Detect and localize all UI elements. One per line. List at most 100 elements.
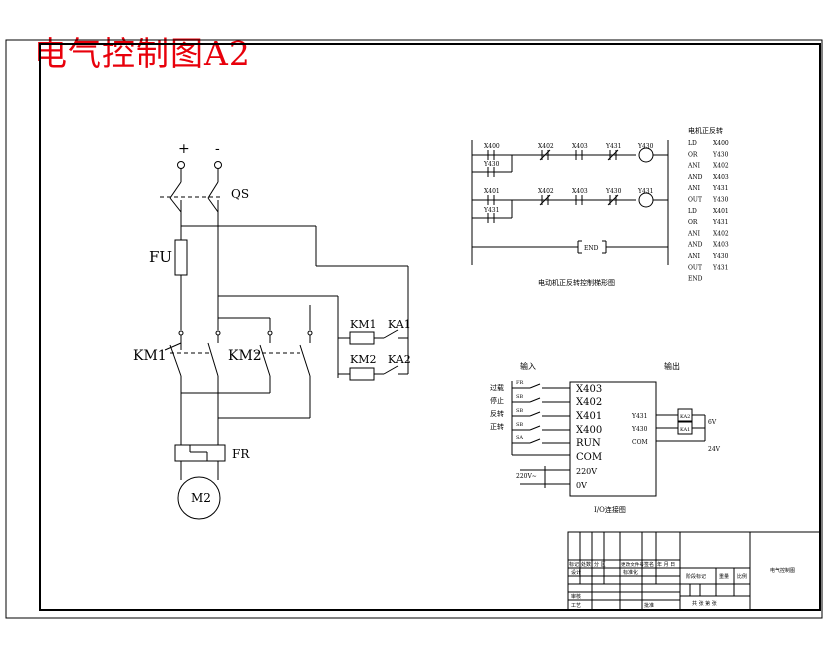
control-ka2-label: KA2 (388, 353, 411, 366)
plc-input-label: X402 (576, 397, 602, 408)
program-operand: Y431 (712, 219, 728, 226)
plc-input-label: X400 (576, 425, 602, 436)
io-output-title: 输出 (664, 361, 680, 371)
power-labels: + - QS FU KM1 KM2 FR M2 (133, 141, 262, 505)
tb-drawing-name: 电气控制图 (770, 567, 795, 574)
io-switch-label: FR (516, 380, 523, 386)
km1-label: KM1 (133, 348, 167, 364)
program-operand: Y431 (712, 264, 728, 271)
control-circuit (338, 329, 409, 381)
ladder-caption: 电动机正反转控制梯形图 (538, 278, 615, 287)
program-op: AND (687, 242, 703, 249)
program-op: END (688, 276, 703, 283)
program-op: OR (688, 219, 698, 226)
program-op: OR (688, 151, 698, 158)
plc-input-label: COM (576, 452, 602, 463)
tb-process: 工艺 (571, 603, 581, 609)
ladder-coil-label: Y431 (637, 188, 653, 195)
supply-label: 220V~ (516, 473, 537, 480)
program-operand: X400 (713, 140, 729, 147)
program-operand: X402 (713, 230, 729, 237)
control-labels: KM1 KM2 KA1 KA2 (350, 318, 411, 366)
qs-label: QS (231, 187, 249, 201)
plc-input-label: RUN (576, 438, 601, 449)
tb-row-head: 处数 (581, 561, 591, 568)
title-block (567, 531, 821, 611)
program-operand: Y430 (712, 253, 729, 260)
ladder-contact-label: Y431 (605, 143, 621, 150)
program-operand: X403 (713, 242, 729, 249)
plc-input-label: X401 (576, 411, 602, 422)
ladder-contact-label: Y430 (483, 161, 500, 168)
control-km2-label: KM2 (350, 353, 376, 366)
plc-input-label: X403 (576, 384, 602, 395)
plc-output-label: Y431 (631, 413, 647, 420)
plc-output-label: COM (632, 439, 648, 446)
program-op: ANI (687, 185, 701, 192)
program-op: ANI (687, 163, 701, 170)
tb-sheets: 共 张 第 张 (692, 600, 717, 607)
tb-standard: 标准化 (623, 569, 638, 576)
ladder-contact-label: Y431 (483, 207, 499, 214)
io-input-label: 反转 (490, 409, 504, 418)
tb-row-head: 签名 (644, 561, 654, 568)
title-block-labels: 标记 处数 分 区 更改文件号 签名 年 月 日 设计 标准化 审核 工艺 批准… (569, 561, 795, 609)
program-op: OUT (688, 197, 702, 204)
fr-label: FR (232, 447, 250, 461)
minus-terminal-label: - (215, 141, 220, 157)
program-op: ANI (687, 230, 701, 237)
tb-approve: 批准 (644, 602, 654, 609)
io-switch-label: SB (516, 422, 523, 428)
plc-output-label: Y430 (631, 426, 648, 433)
plc-input-label: 0V (576, 481, 587, 490)
ladder-contact-label: X403 (572, 143, 588, 150)
plc-input-label: 220V (576, 467, 597, 476)
program-op: LD (688, 208, 697, 215)
tb-stage: 阶段标记 (686, 573, 706, 580)
program-operand: Y431 (712, 185, 728, 192)
tb-weight: 重量 (719, 573, 729, 580)
control-km1-label: KM1 (350, 318, 376, 331)
tb-design: 设计 (571, 569, 581, 576)
io-input-label: 停止 (490, 396, 504, 405)
km2-label: KM2 (228, 348, 262, 364)
program-op: ANI (687, 253, 701, 260)
io-caption: I/O连接图 (594, 505, 626, 514)
ladder-contact-label: Y430 (605, 188, 622, 195)
ladder-contact-label: X401 (484, 188, 500, 195)
tb-row-head: 年 月 日 (657, 561, 675, 568)
tb-row-head: 更改文件号 (621, 561, 644, 568)
tb-row-head: 分 区 (594, 561, 606, 568)
ladder-contact-label: X402 (538, 143, 554, 150)
io-labels: 输入 输出 过载 停止 反转 正转 FR SB SB SB SA X403 X4… (490, 361, 721, 514)
ladder-labels: X400 X402 X403 Y431 Y430 Y430 X401 X402 … (483, 143, 654, 287)
program-operand: Y430 (712, 197, 729, 204)
ladder-contact-label: X402 (538, 188, 554, 195)
program-op: AND (687, 174, 703, 181)
program-operand: X402 (713, 163, 729, 170)
program-operand: Y430 (712, 151, 729, 158)
ladder-diagram (471, 140, 669, 265)
plus-terminal-label: + (178, 141, 190, 157)
tb-check: 审核 (571, 593, 581, 600)
io-input-title: 输入 (520, 361, 536, 371)
ladder-end-label: END (584, 245, 599, 252)
io-switch-label: SB (516, 394, 523, 400)
power-circuit (160, 161, 409, 520)
program-op: OUT (688, 264, 702, 271)
io-input-label: 过载 (490, 383, 504, 392)
io-diagram (511, 381, 706, 497)
program-operand: X403 (713, 174, 729, 181)
io-switch-label: SA (516, 435, 523, 441)
io-switch-label: SB (516, 408, 523, 414)
relay-label: KA2 (680, 414, 690, 420)
output-voltage-label: 6V (708, 419, 717, 426)
relay-label: KA1 (680, 427, 690, 433)
ladder-coil-label: Y430 (637, 143, 654, 150)
motor-label: M2 (191, 491, 211, 505)
tb-row-head: 标记 (569, 561, 579, 568)
ladder-contact-label: X400 (484, 143, 500, 150)
tb-scale: 比例 (737, 573, 747, 580)
